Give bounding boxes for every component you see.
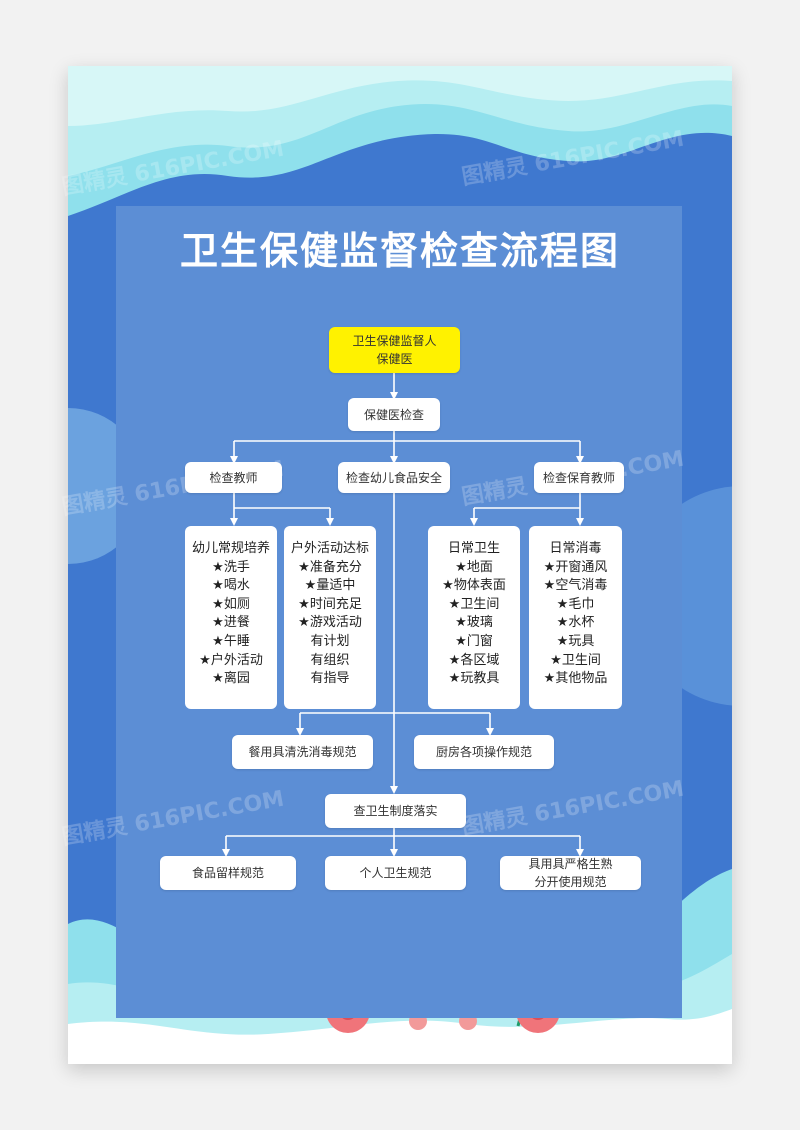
list-item: ★其他物品 bbox=[543, 671, 608, 687]
list-item: ★准备充分 bbox=[298, 559, 362, 575]
list-item: ★喝水 bbox=[212, 578, 250, 594]
list-item: ★户外活动 bbox=[199, 652, 263, 668]
final-sample-node: 食品留样规范 bbox=[160, 856, 296, 890]
final-line1: 食品留样规范 bbox=[191, 866, 264, 880]
list-item: ★门窗 bbox=[455, 633, 493, 649]
list-disinfect-node: 日常消毒 ★开窗通风 ★空气消毒 ★毛巾 ★水杯 ★玩具 ★卫生间 ★其他物品 bbox=[529, 526, 622, 709]
list-item: 有计划 bbox=[310, 633, 350, 649]
list-outdoor-node: 户外活动达标 ★准备充分 ★量适中 ★时间充足 ★游戏活动 有计划 有组织 有指… bbox=[284, 526, 376, 709]
list-item: ★各区域 bbox=[448, 652, 500, 668]
list-routine-node: 幼儿常规培养 ★洗手 ★喝水 ★如厕 ★进餐 ★午睡 ★户外活动 ★离园 bbox=[185, 526, 277, 709]
list-item: ★午睡 bbox=[212, 633, 250, 649]
list-item: ★玻璃 bbox=[455, 615, 493, 631]
list-title: 幼儿常规培养 bbox=[191, 541, 270, 556]
root-node-line2: 保健医 bbox=[376, 352, 413, 366]
final-personal-node: 个人卫生规范 bbox=[325, 856, 466, 890]
list-item: 有指导 bbox=[310, 671, 350, 687]
list-item: ★如厕 bbox=[212, 596, 250, 612]
step-checkup-node: 保健医检查 bbox=[348, 398, 440, 431]
list-item: ★洗手 bbox=[212, 559, 250, 575]
root-node-line1: 卫生保健监督人 bbox=[352, 334, 437, 348]
final-utensil-node: 具用具严格生熟 分开使用规范 bbox=[500, 856, 641, 890]
list-item: 有组织 bbox=[310, 652, 350, 668]
list-item: ★毛巾 bbox=[556, 596, 595, 612]
list-item: ★物体表面 bbox=[442, 578, 506, 594]
final-line1: 具用具严格生熟 bbox=[528, 857, 613, 871]
norm-kitchen-node: 厨房各项操作规范 bbox=[414, 735, 554, 769]
top-wave-decoration bbox=[68, 66, 732, 216]
list-item: ★卫生间 bbox=[550, 652, 601, 668]
list-item: ★进餐 bbox=[212, 615, 250, 631]
list-item: ★开窗通风 bbox=[543, 559, 608, 575]
list-item: ★离园 bbox=[212, 671, 250, 687]
list-item: ★游戏活动 bbox=[298, 615, 362, 631]
list-item: ★卫生间 bbox=[448, 596, 500, 612]
final-line2: 分开使用规范 bbox=[534, 875, 607, 889]
list-title: 户外活动达标 bbox=[290, 541, 369, 556]
list-item: ★玩具 bbox=[556, 633, 595, 649]
list-item: ★地面 bbox=[455, 559, 493, 575]
list-hygiene-node: 日常卫生 ★地面 ★物体表面 ★卫生间 ★玻璃 ★门窗 ★各区域 ★玩教具 bbox=[428, 526, 520, 709]
final-line1: 个人卫生规范 bbox=[359, 866, 432, 880]
branch-teacher-node: 检查教师 bbox=[185, 462, 282, 493]
list-title: 日常消毒 bbox=[549, 541, 602, 556]
list-item: ★玩教具 bbox=[448, 671, 500, 687]
list-item: ★水杯 bbox=[556, 615, 595, 631]
list-item: ★量适中 bbox=[304, 578, 356, 594]
branch-food-node: 检查幼儿食品安全 bbox=[338, 462, 450, 493]
page-title: 卫生保健监督检查流程图 bbox=[179, 229, 620, 273]
list-item: ★时间充足 bbox=[298, 596, 362, 612]
implement-node: 查卫生制度落实 bbox=[325, 794, 466, 828]
branch-nurse-node: 检查保育教师 bbox=[534, 462, 624, 493]
list-item: ★空气消毒 bbox=[543, 578, 608, 594]
root-node: 卫生保健监督人 保健医 bbox=[329, 327, 460, 373]
norm-tableware-node: 餐用具清洗消毒规范 bbox=[232, 735, 373, 769]
list-title: 日常卫生 bbox=[447, 541, 500, 556]
